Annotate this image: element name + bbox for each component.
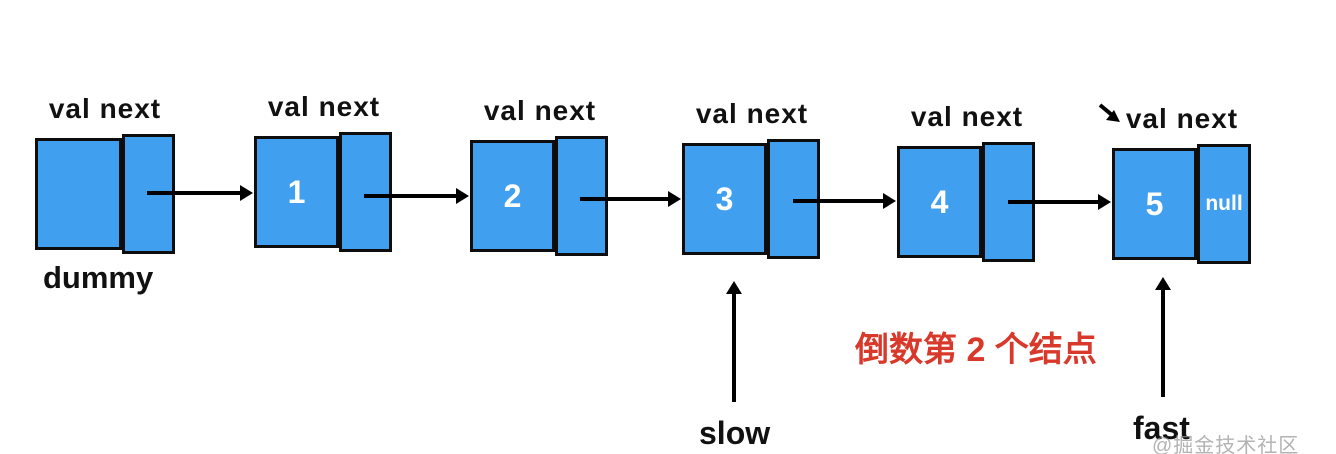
val-text: 1 (287, 173, 306, 210)
next-cell (339, 132, 392, 252)
next-arrow-dummy-to-1 (147, 185, 253, 201)
watermark-text: @掘金技术社区 (1152, 435, 1300, 454)
annotation-target-node: 倒数第 2 个结点 (855, 331, 1097, 369)
dummy-caption: dummy (43, 260, 154, 295)
val-cell: 2 (470, 140, 555, 252)
node-header-label: val next (1125, 103, 1239, 134)
next-cell: null (1197, 144, 1251, 264)
val-text: 5 (1145, 185, 1164, 222)
val-cell: 3 (682, 143, 767, 255)
node-header-label: val next (48, 93, 162, 124)
slow-pointer-arrow (726, 281, 742, 402)
val-text: 3 (715, 180, 734, 217)
val-cell: 5 (1112, 148, 1197, 260)
next-cell (555, 136, 608, 256)
fast-pointer-arrow (1155, 277, 1171, 397)
fast-pointer-label: fast (1133, 410, 1190, 446)
next-arrow-3-to-4 (793, 193, 896, 209)
mouse-cursor-icon (1096, 101, 1128, 133)
node-header-label: val next (267, 91, 381, 122)
null-text: null (1205, 192, 1243, 215)
node-header-label: val next (910, 101, 1024, 132)
val-cell (35, 138, 122, 250)
next-arrow-4-to-5 (1008, 194, 1111, 210)
val-cell: 4 (897, 146, 982, 258)
node-header-label: val next (695, 98, 809, 129)
slow-pointer-label: slow (699, 415, 771, 451)
next-arrow-2-to-3 (580, 191, 681, 207)
val-cell: 1 (254, 136, 339, 248)
node-header-label: val next (483, 95, 597, 126)
val-text: 4 (930, 183, 949, 220)
val-text: 2 (503, 177, 522, 214)
next-arrow-1-to-2 (364, 188, 469, 204)
